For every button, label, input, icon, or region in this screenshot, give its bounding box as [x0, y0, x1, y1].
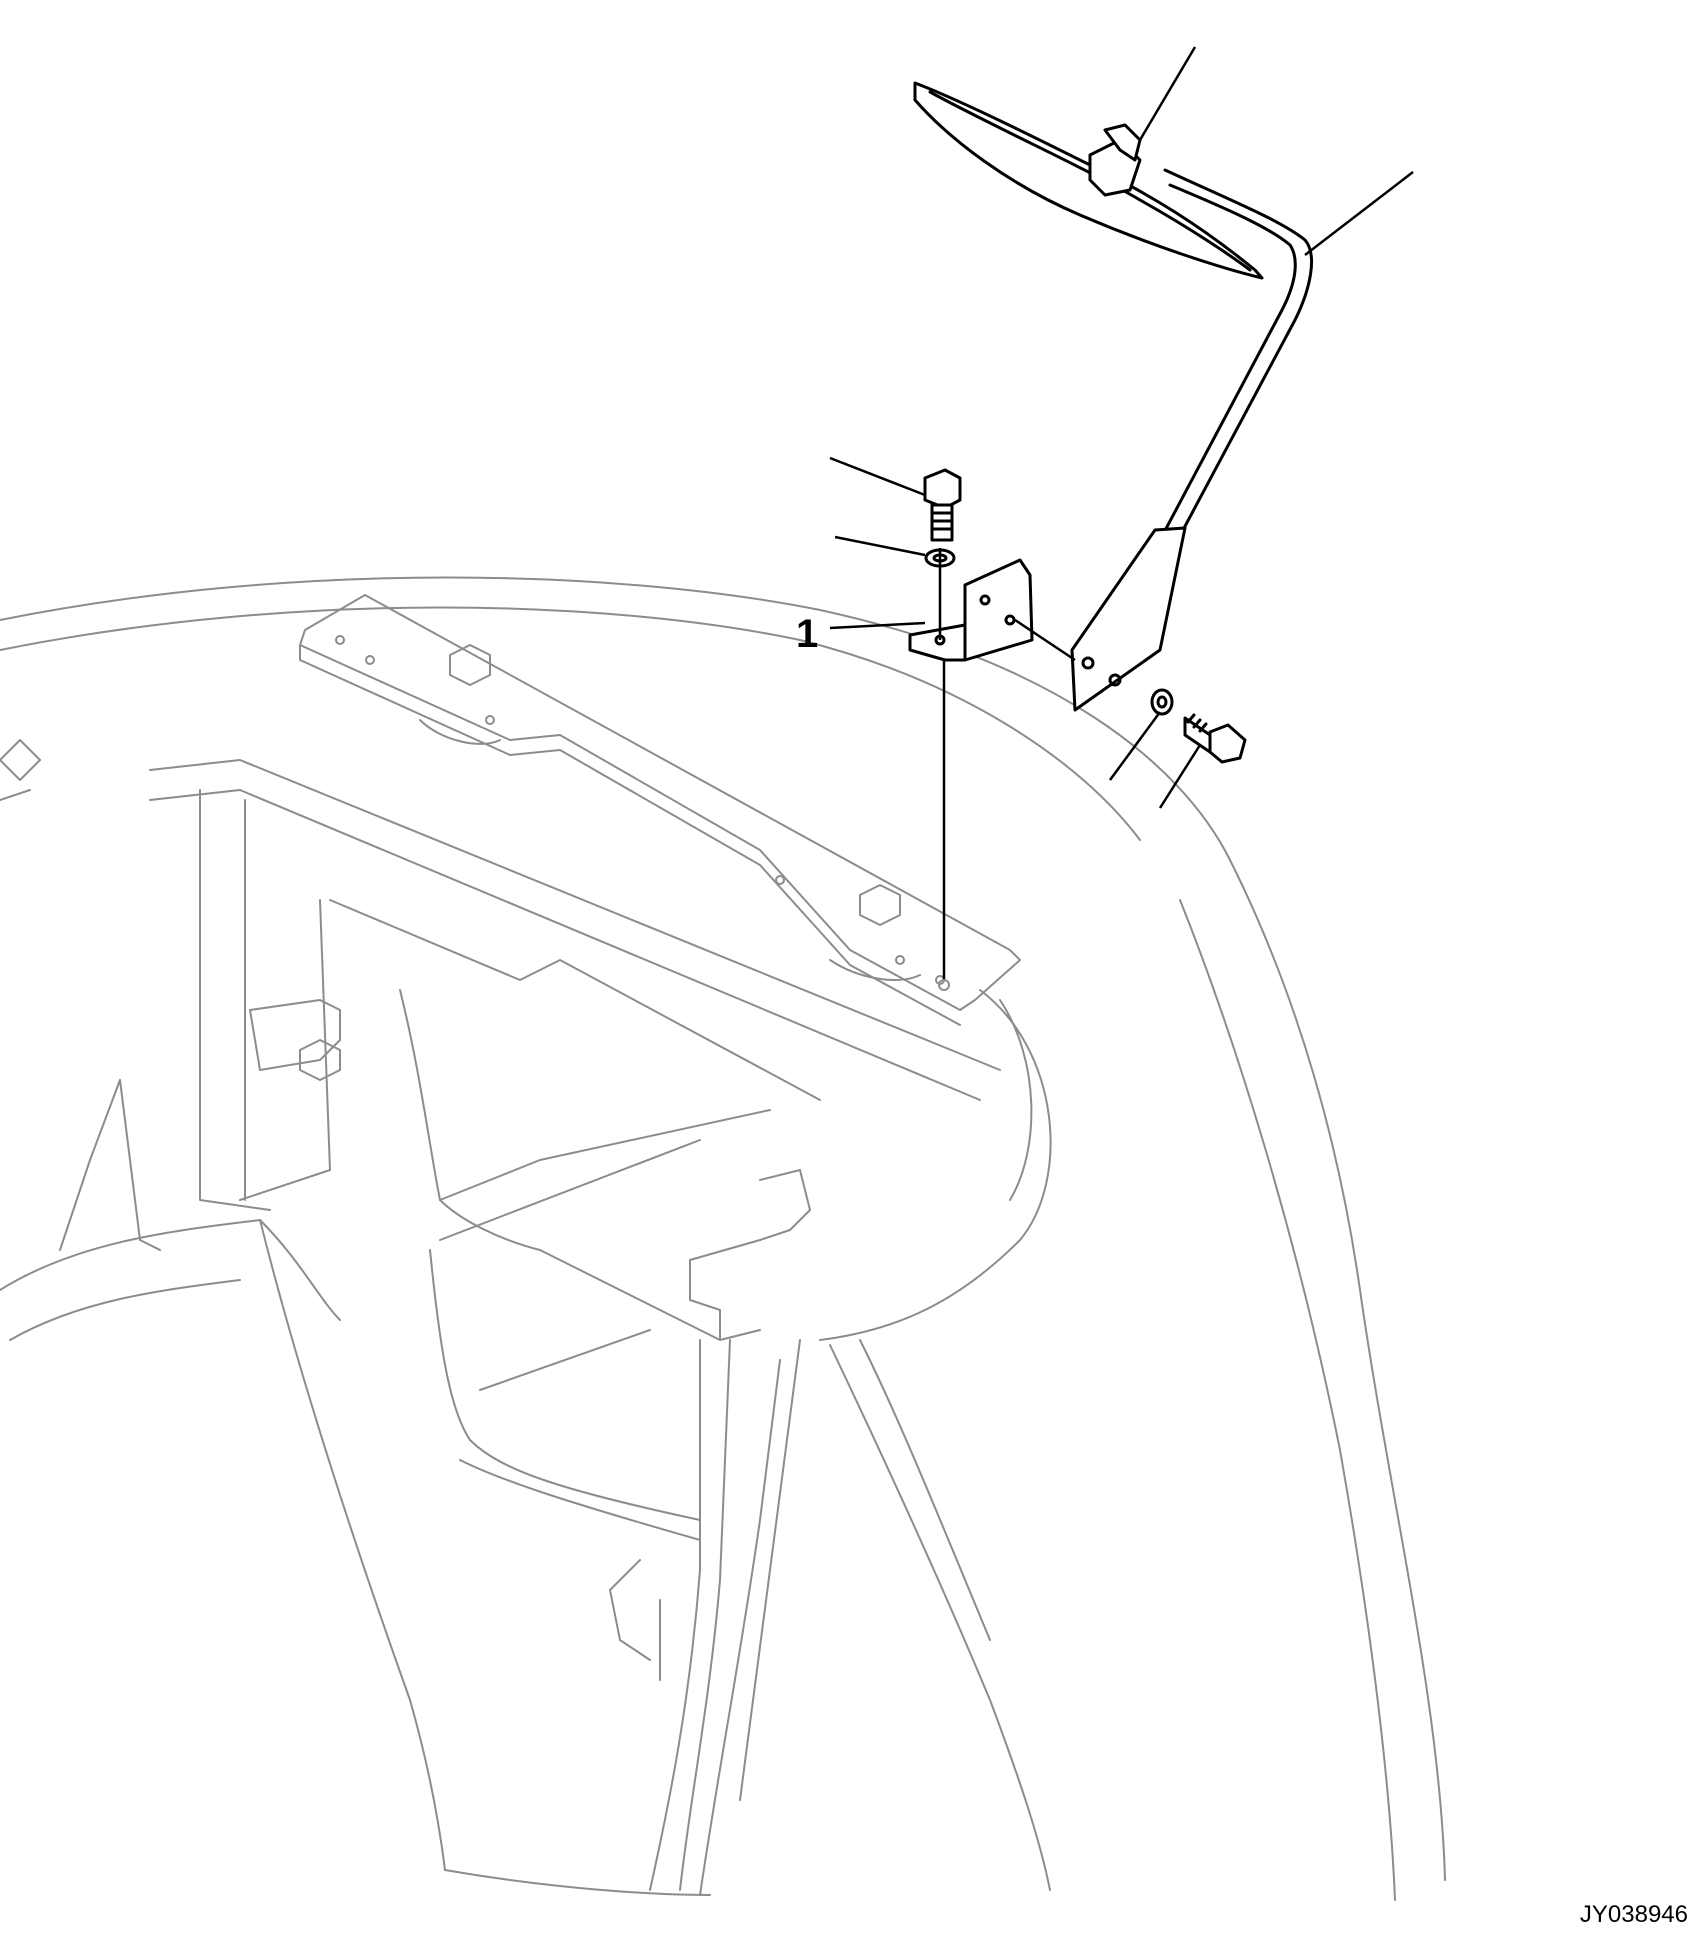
drawing-id: JY038946	[1579, 1901, 1688, 1928]
assembly-lines	[938, 548, 1076, 991]
l-bracket	[908, 558, 1034, 662]
washer-side	[1150, 688, 1174, 716]
bolt-side	[1183, 713, 1247, 764]
mirror-head	[913, 81, 1264, 280]
mirror-stay	[1070, 168, 1313, 712]
bolt-top	[923, 468, 962, 542]
callout-1: 1	[796, 612, 818, 656]
leader-lines	[829, 46, 1414, 809]
machine-body-outline	[0, 576, 1446, 1901]
